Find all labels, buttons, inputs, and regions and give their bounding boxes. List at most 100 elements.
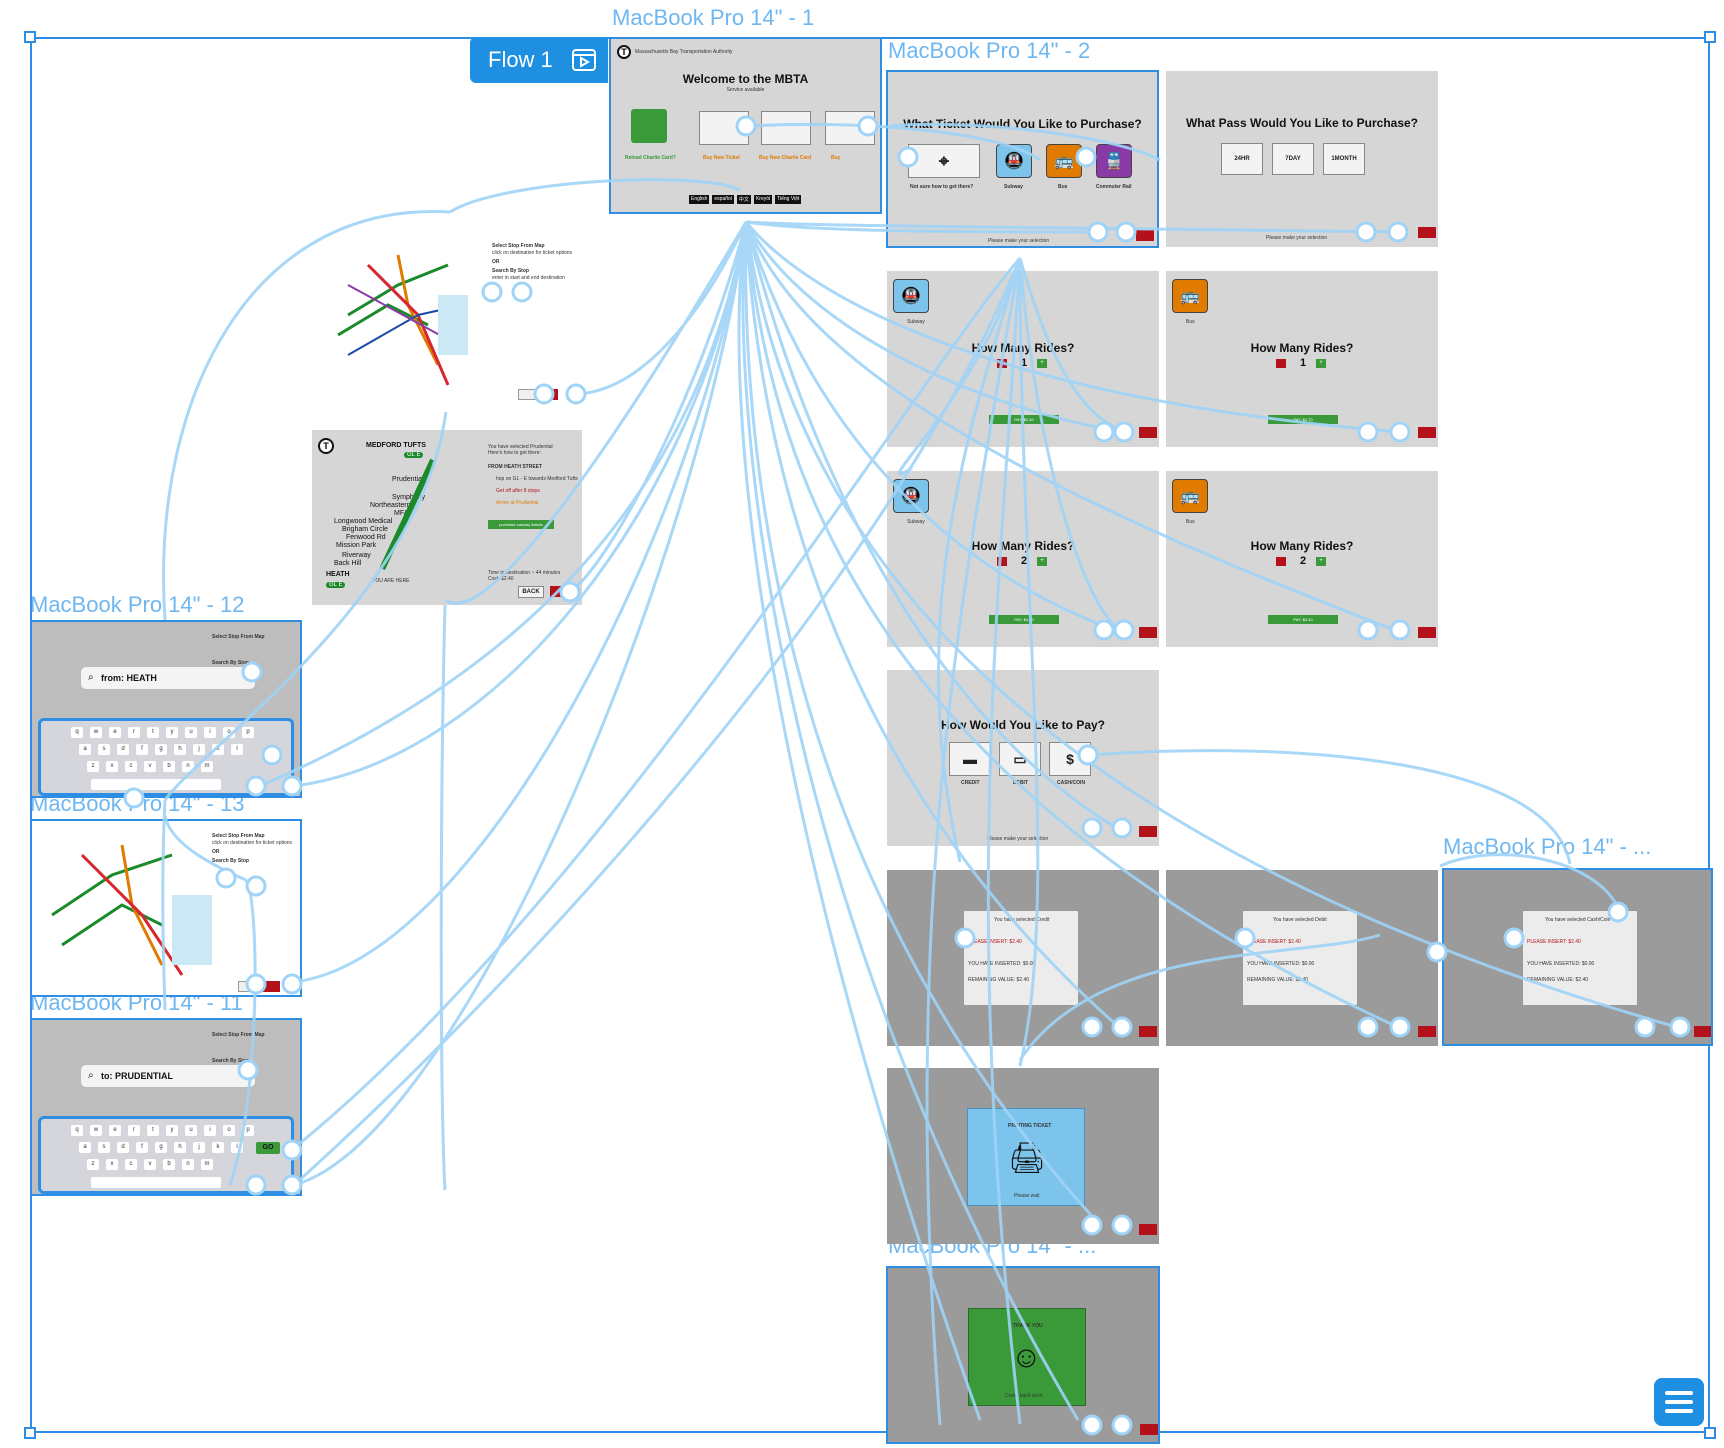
frame-label-1[interactable]: MacBook Pro 14" - 1 (612, 5, 815, 30)
key-y[interactable]: y (166, 1125, 178, 1136)
frame-route[interactable]: T MEDFORD TUFTS GL E Prudential Symphony… (312, 430, 582, 605)
key-d[interactable]: d (117, 744, 129, 755)
plus-button[interactable]: + (1316, 557, 1326, 566)
key-i[interactable]: i (204, 727, 216, 738)
key-b[interactable]: b (163, 761, 175, 772)
key-u[interactable]: u (185, 1125, 197, 1136)
pass-7day-button[interactable]: 7DAY (1272, 143, 1314, 175)
back-tab[interactable] (518, 389, 540, 400)
cancel-tab[interactable] (1418, 627, 1436, 638)
plus-button[interactable]: + (1037, 359, 1047, 368)
cancel-tab[interactable] (1139, 1026, 1157, 1037)
key-u[interactable]: u (185, 727, 197, 738)
map-option-button[interactable]: ⌖ (908, 144, 980, 178)
transit-map-image[interactable] (328, 245, 468, 395)
back-tab[interactable] (238, 981, 260, 992)
resize-handle-tl[interactable] (24, 31, 36, 43)
frame-map-13[interactable]: Select Stop From Map click on destinatio… (30, 819, 302, 997)
pass-24hr-button[interactable]: 24HR (1221, 143, 1263, 175)
pay-button[interactable]: PAY: $2.40 (989, 415, 1059, 424)
frame-pass[interactable]: What Pass Would You Like to Purchase? 24… (1166, 71, 1438, 247)
frame-label-12[interactable]: MacBook Pro 14" - 12 (30, 592, 245, 617)
frame-search-to[interactable]: Select Stop From Map Search By Stop to: … (30, 1018, 302, 1196)
key-w[interactable]: w (90, 727, 102, 738)
cancel-tab[interactable] (1418, 1026, 1436, 1037)
key-m[interactable]: m (201, 1159, 213, 1170)
key-g[interactable]: g (155, 1142, 167, 1153)
key-s[interactable]: s (98, 744, 110, 755)
subway-option-button[interactable]: 🚇 (996, 144, 1032, 178)
key-o[interactable]: o (223, 727, 235, 738)
key-m[interactable]: m (201, 761, 213, 772)
plus-button[interactable]: + (1316, 359, 1326, 368)
key-f[interactable]: f (136, 744, 148, 755)
play-prototype-icon[interactable] (571, 47, 597, 73)
key-b[interactable]: b (163, 1159, 175, 1170)
search-from-input[interactable]: from: HEATH (80, 666, 256, 690)
key-k[interactable]: k (212, 744, 224, 755)
key-c[interactable]: c (125, 761, 137, 772)
key-f[interactable]: f (136, 1142, 148, 1153)
cancel-tab[interactable] (1418, 227, 1436, 238)
bus-option-button[interactable]: 🚌 (1046, 144, 1082, 178)
frame-ticket[interactable]: What Ticket Would You Like to Purchase? … (886, 70, 1159, 248)
resize-handle-bl[interactable] (24, 1427, 36, 1439)
frame-map[interactable]: Select Stop From Map click on destinatio… (322, 237, 584, 407)
key-r[interactable]: r (128, 727, 140, 738)
key-w[interactable]: w (90, 1125, 102, 1136)
reload-card-option[interactable] (631, 109, 667, 143)
key-j[interactable]: j (193, 744, 205, 755)
hamburger-menu-icon[interactable] (1654, 1378, 1704, 1426)
back-button[interactable]: BACK (518, 586, 544, 598)
cancel-tab[interactable] (262, 981, 280, 992)
frame-printing[interactable]: PRINTING TICKET 🖨 Please wait (887, 1068, 1159, 1244)
go-key[interactable]: GO (256, 1142, 280, 1154)
key-h[interactable]: h (174, 1142, 186, 1153)
frame-thank-you[interactable]: THANK YOU ☺ Come back soon (886, 1266, 1160, 1444)
key-z[interactable]: z (87, 1159, 99, 1170)
frame-insert-credit[interactable]: You have selected Credit PLEASE INSERT: … (887, 870, 1159, 1046)
key-e[interactable]: e (109, 1125, 121, 1136)
space-key[interactable] (91, 779, 221, 790)
buy-ticket-option[interactable] (699, 111, 749, 145)
minus-button[interactable] (997, 557, 1007, 566)
key-x[interactable]: x (106, 1159, 118, 1170)
plus-button[interactable]: + (1037, 557, 1047, 566)
key-r[interactable]: r (128, 1125, 140, 1136)
cancel-tab[interactable] (1136, 230, 1154, 241)
flow-start-tag[interactable]: Flow 1 (470, 37, 608, 83)
key-v[interactable]: v (144, 1159, 156, 1170)
key-q[interactable]: q (71, 727, 83, 738)
key-d[interactable]: d (117, 1142, 129, 1153)
key-y[interactable]: y (166, 727, 178, 738)
key-s[interactable]: s (98, 1142, 110, 1153)
cancel-tab[interactable] (1139, 427, 1157, 438)
purchase-subway-button[interactable]: purchase subway tickets (488, 520, 554, 529)
cancel-tab[interactable] (1139, 627, 1157, 638)
transit-map-image[interactable] (42, 835, 212, 985)
pay-button[interactable]: PAY: $4.80 (989, 615, 1059, 624)
lang-ht[interactable]: Kreyòl (753, 195, 773, 204)
key-k[interactable]: k (212, 1142, 224, 1153)
key-h[interactable]: h (174, 744, 186, 755)
resize-handle-tr[interactable] (1704, 31, 1716, 43)
key-l[interactable]: l (231, 1142, 243, 1153)
frame-welcome[interactable]: T Massachusetts Bay Transportation Autho… (609, 37, 882, 214)
key-t[interactable]: t (147, 727, 159, 738)
key-q[interactable]: q (71, 1125, 83, 1136)
cancel-tab[interactable] (1694, 1026, 1711, 1037)
credit-button[interactable]: ▬ (949, 742, 991, 776)
frame-label-right[interactable]: MacBook Pro 14" - ... (1443, 834, 1652, 859)
cancel-tab[interactable] (1139, 1224, 1157, 1235)
frame-search-from[interactable]: Select Stop From Map Search By Stop from… (30, 620, 302, 798)
frame-label-2[interactable]: MacBook Pro 14" - 2 (888, 38, 1091, 63)
buy-card-option[interactable] (761, 111, 811, 145)
cash-button[interactable]: $ (1049, 742, 1091, 776)
key-a[interactable]: a (79, 1142, 91, 1153)
lang-en[interactable]: English (689, 195, 710, 204)
pay-button[interactable]: PAY: $3.40 (1268, 615, 1338, 624)
buy-pass-option[interactable] (825, 111, 875, 145)
key-n[interactable]: n (182, 761, 194, 772)
